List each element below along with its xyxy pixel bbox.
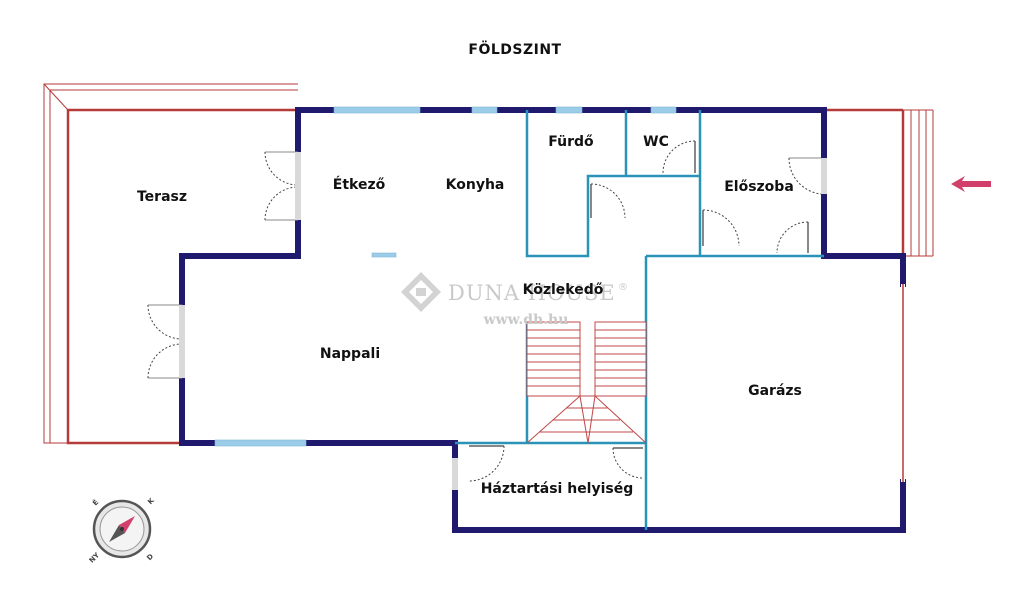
- terrace-outline: [43, 83, 298, 445]
- room-label-konyha: Konyha: [446, 177, 505, 193]
- windows: [214, 106, 677, 447]
- compass-e: É: [91, 497, 101, 507]
- compass-d: D: [145, 552, 155, 562]
- room-label-wc: WC: [643, 134, 669, 150]
- room-label-eloszoba: Előszoba: [724, 179, 794, 195]
- room-label-etkezo: Étkező: [333, 176, 386, 193]
- door-wc: [662, 140, 696, 174]
- doors: [147, 140, 827, 490]
- floor-title: FÖLDSZINT: [468, 40, 561, 58]
- watermark-url: www.dh.hu: [483, 312, 569, 328]
- compass-ny: NY: [88, 551, 102, 565]
- door-eloszoba: [702, 157, 827, 254]
- door-haztartasi: [452, 445, 644, 490]
- watermark: DUNA HOUSE ® www.dh.hu: [401, 272, 628, 328]
- room-label-nappali: Nappali: [320, 346, 380, 362]
- room-label-garazs: Garázs: [748, 383, 802, 399]
- arrow-left-icon: [951, 176, 991, 192]
- room-label-furdo: Fürdő: [548, 134, 594, 150]
- watermark-reg: ®: [618, 282, 628, 293]
- door-furdo: [590, 183, 626, 219]
- room-label-haztartasi: Háztartási helyiség: [481, 481, 634, 497]
- staircase: [526, 321, 647, 444]
- entrance-porch: [822, 108, 934, 257]
- watermark-name: DUNA HOUSE: [448, 281, 616, 305]
- outer-walls: [179, 107, 906, 533]
- compass-icon: NY É K D: [88, 496, 156, 565]
- duna-house-logo-icon: [401, 272, 441, 312]
- compass-k: K: [146, 496, 156, 506]
- room-label-kozlekedo: Közlekedő: [523, 282, 604, 298]
- door-terasz: [264, 151, 301, 221]
- room-label-terasz: Terasz: [137, 189, 187, 205]
- door-nappali: [147, 304, 185, 379]
